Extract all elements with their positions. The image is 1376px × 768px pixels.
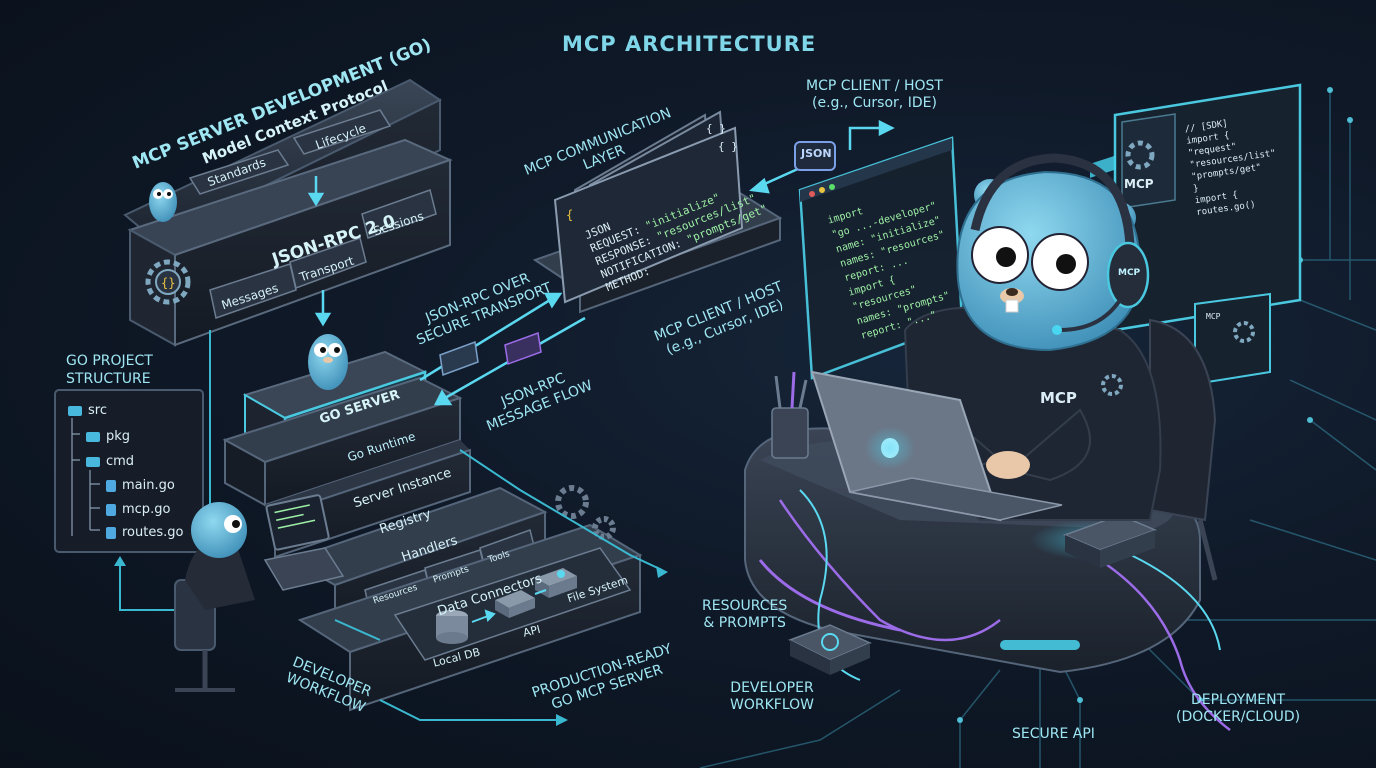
- go-file-icon: [106, 503, 116, 516]
- gear-icon: {}: [145, 259, 191, 305]
- client-top-line1: MCP CLIENT / HOST: [806, 78, 943, 94]
- folder-icon: [86, 456, 100, 467]
- gopher-small-left: [149, 182, 177, 222]
- comm-bracket: {: [566, 208, 574, 222]
- transport-packets: [439, 331, 542, 377]
- project-heading-line2: STRUCTURE: [66, 371, 151, 387]
- tree-item-src[interactable]: src: [68, 403, 107, 418]
- pen-cup: [771, 371, 809, 459]
- tree-lines: [71, 418, 100, 536]
- right-code: // [SDK] import { "request" "resources/l…: [1184, 118, 1277, 219]
- server-instance-slab: [222, 376, 463, 507]
- filesystem-icon: [535, 568, 577, 598]
- database-icon: [436, 610, 468, 644]
- comm-brace-1: { }: [706, 122, 726, 135]
- gopher-server: [308, 334, 348, 390]
- dev-workflow-right-line1: DEVELOPER: [730, 680, 814, 696]
- circuit-traces: [699, 90, 1376, 768]
- right-code-small: MCP: [1206, 312, 1221, 321]
- workflow-arrowheads: [114, 556, 668, 726]
- project-heading-line1: GO PROJECT: [66, 353, 153, 369]
- stack-arrows: [307, 176, 332, 327]
- protocol-item-boxes: [188, 109, 437, 319]
- deployment-label: DEPLOYMENT (DOCKER/CLOUD): [1176, 692, 1300, 726]
- deployment-line2: (DOCKER/CLOUD): [1176, 709, 1301, 725]
- tree-item-routes-go[interactable]: routes.go: [106, 525, 183, 540]
- client-top-label: MCP CLIENT / HOST (e.g., Cursor, IDE): [806, 78, 943, 112]
- resources-line1: RESOURCES: [702, 598, 788, 614]
- resources-line2: & PROMPTS: [703, 615, 786, 631]
- resources-device: [788, 624, 872, 675]
- tree-item-main-go[interactable]: main.go: [106, 478, 175, 493]
- small-panel-gear-icon: [1233, 321, 1255, 343]
- deployment-line1: DEPLOYMENT: [1190, 692, 1286, 708]
- json-badge-box: [794, 141, 836, 171]
- office-chair: [1149, 318, 1218, 581]
- secure-api-label: SECURE API: [1012, 726, 1095, 742]
- hoodie-gear-icon: [1101, 374, 1123, 396]
- gears-icon: [555, 485, 616, 540]
- laptop: [810, 370, 1063, 522]
- right-panel-gear-icon: [1125, 140, 1155, 170]
- project-heading: GO PROJECT STRUCTURE: [66, 352, 153, 388]
- comm-cards: [553, 110, 744, 304]
- dev-workflow-right-line2: WORKFLOW: [730, 697, 814, 713]
- connector-arrows: [471, 589, 547, 623]
- transport-arrows: [419, 119, 895, 406]
- right-code-panel: [1113, 83, 1302, 386]
- svg-text:{}: {}: [161, 276, 175, 290]
- project-tree-panel: [54, 389, 204, 553]
- go-file-icon: [106, 526, 116, 539]
- headset-text: MCP: [1118, 268, 1141, 278]
- gopher-developer-small: [174, 494, 345, 692]
- resources-label: RESOURCES & PROMPTS: [702, 598, 787, 632]
- folder-icon: [68, 405, 82, 416]
- diagram-title: MCP ARCHITECTURE: [562, 32, 817, 56]
- right-panel-mcp: MCP: [1124, 177, 1154, 191]
- api-box-icon: [495, 590, 535, 618]
- tree-item-pkg[interactable]: pkg: [86, 429, 130, 444]
- client-top-line2: (e.g., Cursor, IDE): [812, 95, 937, 111]
- tree-item-cmd[interactable]: cmd: [86, 454, 134, 469]
- comm-brace-2: { }: [718, 140, 738, 153]
- project-tree: src pkg cmd main.go mcp.go routes.go: [58, 393, 200, 549]
- tree-item-mcp-go[interactable]: mcp.go: [106, 502, 170, 517]
- folder-icon: [86, 431, 100, 442]
- dev-workflow-right: DEVELOPER WORKFLOW: [730, 680, 814, 714]
- json-badge: JSON: [801, 147, 832, 160]
- hoodie-text: MCP: [1040, 389, 1077, 407]
- go-file-icon: [106, 479, 116, 492]
